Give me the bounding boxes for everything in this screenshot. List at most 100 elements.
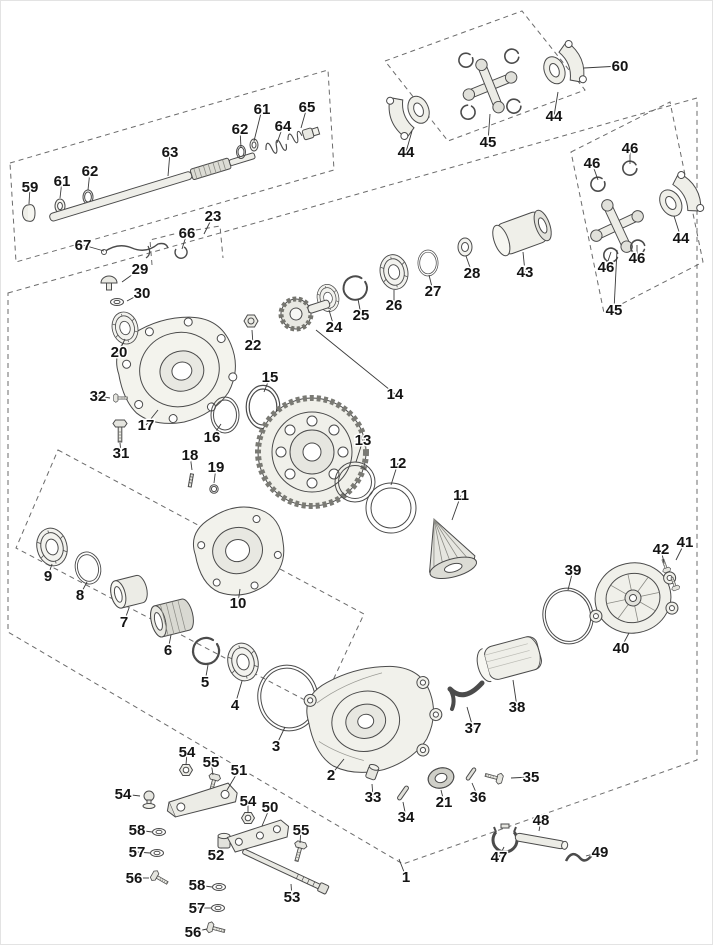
part-label-17: 17	[138, 417, 155, 434]
part-label-54: 54	[240, 793, 257, 810]
leader-line-6	[167, 634, 172, 651]
part-label-58: 58	[189, 877, 206, 894]
part-11-bevel-gear	[429, 518, 478, 580]
part-label-2: 2	[327, 767, 335, 784]
leader-line-15	[263, 376, 271, 393]
leader-line-17	[145, 409, 159, 426]
part-label-34: 34	[398, 809, 415, 826]
part-label-63: 63	[162, 144, 179, 161]
part-65-plug-spring	[287, 126, 321, 144]
part-label-6: 6	[164, 642, 172, 659]
part-label-54: 54	[115, 786, 132, 803]
part-18-stud	[187, 473, 195, 488]
part-label-14: 14	[387, 386, 404, 403]
part-label-31: 31	[113, 445, 130, 462]
part-label-7: 7	[120, 614, 128, 631]
part-label-24: 24	[326, 319, 343, 336]
part-8-washer	[71, 548, 105, 588]
leader-line-48	[538, 819, 542, 832]
part-44-yoke-a	[382, 84, 437, 142]
part-label-66: 66	[179, 225, 196, 242]
leader-line-13	[355, 439, 364, 463]
part-26-bearing	[376, 251, 412, 293]
part-45-snapring-a2	[501, 45, 523, 67]
part-label-20: 20	[111, 344, 128, 361]
leader-line-41	[675, 541, 686, 561]
part-22-nut	[243, 314, 259, 328]
part-label-21: 21	[436, 794, 453, 811]
rear-ujoint-group-box	[570, 101, 704, 314]
part-56-bolt-b	[205, 920, 227, 937]
part-label-15: 15	[262, 369, 279, 386]
leader-line-49	[585, 851, 601, 857]
part-43-coupling	[492, 209, 552, 257]
leader-line-28	[465, 255, 473, 274]
part-51-bracket	[166, 782, 238, 818]
part-40-cover	[589, 562, 679, 634]
part-66-clip	[174, 246, 188, 259]
leader-line-52	[215, 848, 223, 856]
part-16-ring	[210, 396, 240, 434]
part-30-washer	[110, 298, 124, 306]
part-label-32: 32	[90, 388, 107, 405]
leader-line-39	[567, 569, 574, 591]
part-label-41: 41	[677, 534, 694, 551]
leader-line-4	[234, 680, 243, 706]
leader-line-16	[211, 423, 222, 438]
leader-line-29	[121, 268, 141, 283]
leader-line-60	[583, 65, 621, 69]
part-61-washer-2	[249, 138, 259, 152]
part-58-washer-b	[212, 883, 226, 891]
part-label-44: 44	[673, 230, 690, 247]
part-label-13: 13	[355, 432, 372, 449]
part-31-bolt	[112, 419, 128, 443]
part-label-19: 19	[208, 459, 225, 476]
leader-line-46	[591, 162, 599, 181]
leader-line-1	[398, 858, 407, 878]
part-7-spacer	[110, 574, 148, 609]
leader-line-31	[119, 442, 122, 454]
part-21-seal	[427, 767, 455, 789]
part-label-55: 55	[203, 754, 220, 771]
part-label-57: 57	[129, 844, 146, 861]
leader-line-11	[451, 494, 462, 521]
part-label-46: 46	[622, 140, 639, 157]
part-53-stud	[242, 848, 330, 895]
part-label-26: 26	[386, 297, 403, 314]
leader-line-7	[123, 607, 130, 623]
part-label-61: 61	[254, 101, 271, 118]
part-54-nut-a	[179, 764, 193, 776]
main-assembly-group-box	[7, 97, 698, 865]
part-45-ujoint-a	[452, 48, 528, 124]
leader-line-37	[466, 706, 474, 729]
leader-line-56	[192, 928, 208, 933]
part-45-snapring-a1	[458, 52, 474, 68]
part-label-46: 46	[584, 155, 601, 172]
leader-line-44	[553, 91, 559, 117]
part-6-sleeve	[150, 598, 194, 638]
part-label-53: 53	[284, 889, 301, 906]
leader-line-67	[82, 244, 105, 252]
part-38-cup	[476, 636, 542, 683]
part-55-bolt-b	[289, 839, 309, 864]
part-12-ring	[365, 482, 417, 534]
part-label-57: 57	[189, 900, 206, 917]
part-33-plug	[365, 763, 380, 781]
part-label-27: 27	[425, 283, 442, 300]
part-label-43: 43	[517, 264, 534, 281]
leader-line-3	[275, 726, 286, 747]
part-label-44: 44	[546, 108, 563, 125]
leader-line-42	[660, 548, 665, 564]
part-label-60: 60	[612, 58, 629, 75]
leader-line-20	[118, 338, 126, 353]
leader-line-18	[189, 454, 193, 471]
part-label-23: 23	[205, 208, 222, 225]
leader-line-44	[673, 215, 682, 239]
part-57-washer-a	[150, 849, 164, 857]
leader-line-9	[47, 563, 53, 577]
leader-line-57	[136, 851, 151, 854]
leader-line-24	[328, 309, 335, 328]
part-label-50: 50	[262, 799, 279, 816]
part-label-10: 10	[230, 595, 247, 612]
